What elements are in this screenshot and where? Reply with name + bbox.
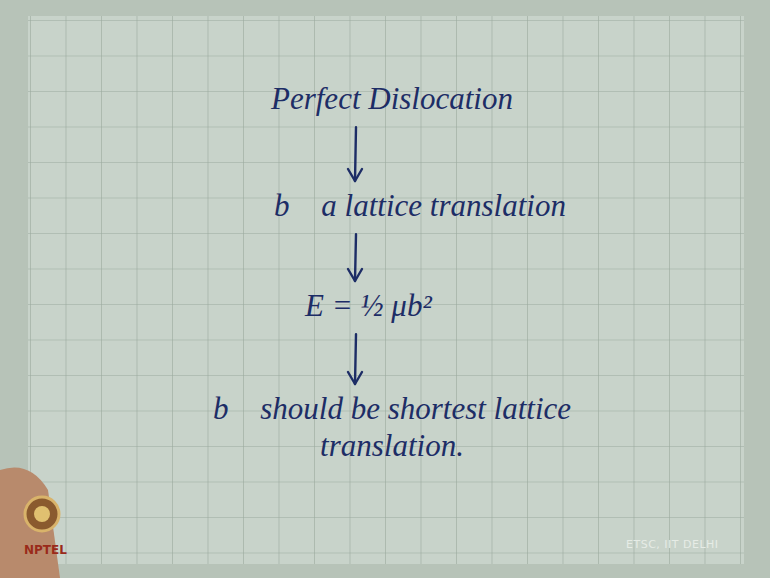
nptel-logo	[0, 468, 60, 578]
node-text: Perfect Dislocation	[271, 80, 513, 117]
node-text: b⃗ a lattice translation	[274, 187, 566, 224]
down-arrow	[348, 334, 362, 384]
down-arrow	[348, 127, 362, 181]
text-node: b⃗ should be shortest lattice translatio…	[151, 388, 633, 466]
logo-text: NPTEL	[24, 543, 67, 557]
down-arrow	[348, 234, 362, 281]
node-text: E = ½ μb²	[305, 287, 432, 324]
text-node: b⃗ a lattice translation	[268, 185, 572, 226]
text-node: Perfect Dislocation	[265, 78, 519, 119]
text-node: E = ½ μb²	[299, 285, 438, 326]
node-text: b⃗ should be shortest lattice translatio…	[157, 390, 627, 464]
watermark: ETSC, IIT DELHI	[626, 538, 719, 551]
